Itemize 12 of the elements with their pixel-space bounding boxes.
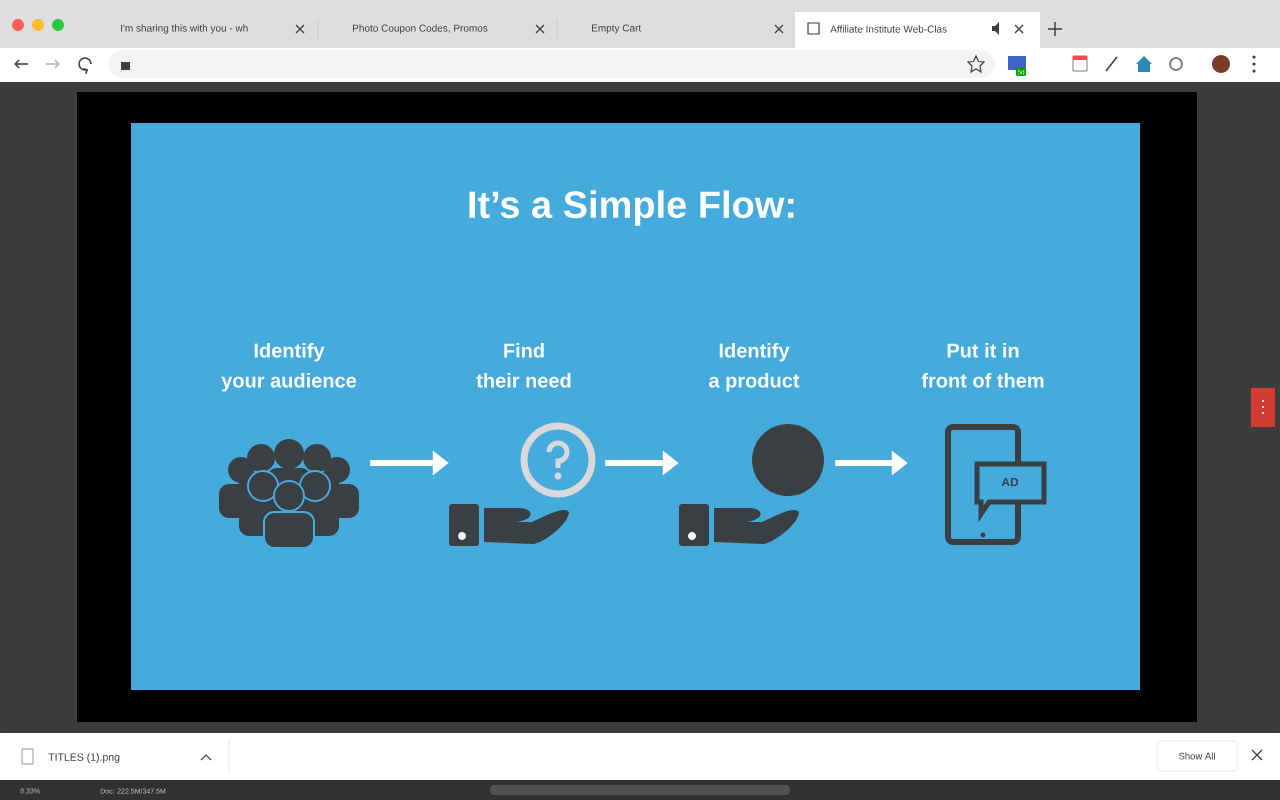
tab-title: Affiliate Institute Web-Clas <box>830 25 947 33</box>
step-heading: Put it in front of them <box>921 342 1044 388</box>
show-all-button: Show All <box>1156 740 1238 772</box>
tab-title: Empty Cart <box>592 24 642 34</box>
file-name: TITLES (1).png <box>48 753 120 763</box>
step-heading: Identify your audience <box>221 342 357 392</box>
slide-title: It’s a Simple Flow: <box>469 190 794 226</box>
step-heading: Identify a product <box>709 342 800 392</box>
step-heading: Find their need <box>476 342 571 388</box>
tab-title: Photo Coupon Codes, Promos <box>353 24 488 34</box>
ad-text: AD <box>1001 477 1019 487</box>
tab-title: I'm sharing this with you - wh <box>121 24 248 34</box>
